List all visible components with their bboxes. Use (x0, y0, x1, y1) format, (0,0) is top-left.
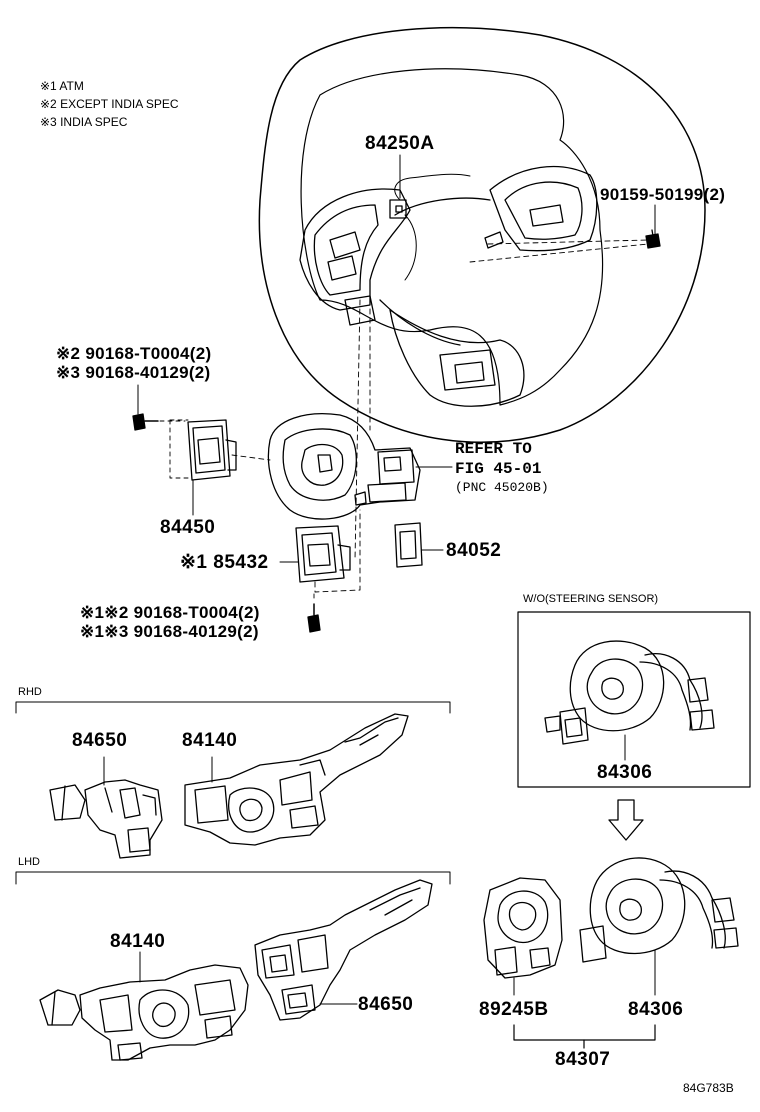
lhd-wiper-switch-84140 (39, 964, 249, 1061)
label-screw-top-b: ※3 90168-40129(2) (56, 363, 211, 382)
label-screw-bottom-b: ※1※3 90168-40129(2) (80, 622, 259, 641)
box-title: W/O(STEERING SENSOR) (523, 593, 659, 605)
screw-bottom (307, 603, 321, 633)
label-rhd-84140: 84140 (182, 730, 238, 751)
label-screw-bottom-a: ※1※2 90168-T0004(2) (80, 603, 260, 622)
steering-sensor-89245B (483, 877, 563, 979)
screw-top (132, 413, 159, 431)
section-lhd: LHD (18, 856, 41, 868)
note-3: ※3 INDIA SPEC (40, 115, 128, 129)
switch-84450 (187, 419, 237, 481)
steering-wheel-assembly (258, 26, 706, 443)
label-84307: 84307 (555, 1049, 611, 1070)
rhd-light-switch-84650 (49, 779, 163, 859)
spiral-cable-84306 (579, 857, 739, 963)
label-rhd-84650: 84650 (72, 730, 128, 751)
refer-line-3: (PNC 45020B) (455, 480, 549, 495)
label-84306: 84306 (628, 999, 684, 1020)
label-90159-50199: 90159-50199(2) (600, 185, 726, 204)
combination-switch-body (267, 413, 421, 520)
label-screw-top-a: ※2 90168-T0004(2) (56, 344, 212, 363)
section-rhd: RHD (18, 686, 42, 698)
lhd-light-switch-84650 (254, 879, 433, 1021)
bolt-90159 (645, 229, 661, 249)
label-lhd-84650: 84650 (358, 994, 414, 1015)
refer-line-1: REFER TO (455, 440, 532, 458)
note-1: ※1 ATM (40, 79, 84, 93)
switch-85432 (295, 525, 351, 583)
connector-84052 (394, 522, 423, 568)
down-arrow-icon (608, 799, 644, 841)
figure-id: 84G783B (683, 1081, 734, 1095)
note-2: ※2 EXCEPT INDIA SPEC (40, 97, 179, 111)
label-89245B: 89245B (479, 999, 549, 1020)
label-84450: 84450 (160, 517, 216, 538)
wo-sensor-box (517, 611, 751, 788)
label-84250A: 84250A (365, 133, 435, 154)
label-85432: ※1 85432 (180, 552, 269, 573)
label-lhd-84140: 84140 (110, 931, 166, 952)
label-84306-box: 84306 (597, 762, 653, 783)
refer-line-2: FIG 45-01 (455, 460, 542, 478)
rhd-wiper-switch-84140 (184, 713, 409, 846)
label-84052: 84052 (446, 540, 502, 561)
assembly-bracket-84307 (513, 1024, 656, 1041)
spiral-cable-84306-box (544, 640, 715, 745)
